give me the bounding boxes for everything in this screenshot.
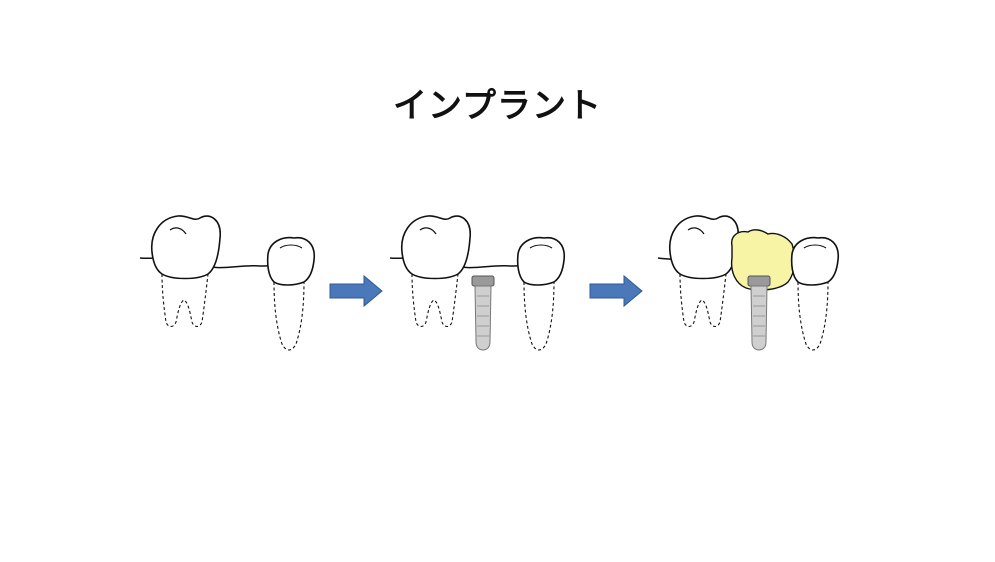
panel-crown-attached bbox=[657, 215, 840, 351]
slide-title: インプラント bbox=[393, 86, 602, 126]
arrow-1 bbox=[329, 275, 383, 307]
panel-implant-placed bbox=[389, 215, 566, 351]
panel-missing-tooth bbox=[139, 215, 316, 351]
arrow-2 bbox=[589, 275, 643, 307]
